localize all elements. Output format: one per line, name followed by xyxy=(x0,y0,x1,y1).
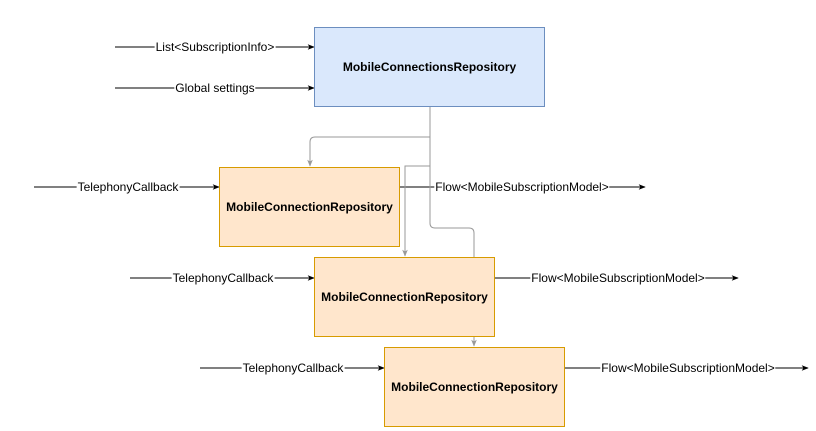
mobile-connection-repository-label-3: MobileConnectionRepository xyxy=(391,380,558,394)
edge-repos-to-repo-3 xyxy=(429,166,477,347)
flow-label-1: Flow<MobileSubscriptionModel> xyxy=(434,180,610,194)
mobile-connections-repository-label: MobileConnectionsRepository xyxy=(342,60,517,74)
telephony-callback-label-2: TelephonyCallback xyxy=(171,271,275,285)
edge-repos-to-repo-2 xyxy=(402,137,431,257)
edge-repos-to-repo-1 xyxy=(307,107,431,167)
mobile-connections-repository-box: MobileConnectionsRepository xyxy=(314,27,545,107)
global-settings-label: Global settings xyxy=(174,81,256,95)
flow-label-3: Flow<MobileSubscriptionModel> xyxy=(600,361,776,375)
telephony-callback-label-1: TelephonyCallback xyxy=(76,180,180,194)
mobile-connection-repository-box-3: MobileConnectionRepository xyxy=(384,347,565,427)
subscription-info-label: List<SubscriptionInfo> xyxy=(154,40,276,54)
flow-label-2: Flow<MobileSubscriptionModel> xyxy=(530,271,706,285)
mobile-connection-repository-box-1: MobileConnectionRepository xyxy=(219,167,400,247)
mobile-connection-repository-label-2: MobileConnectionRepository xyxy=(321,290,488,304)
mobile-connection-repository-box-2: MobileConnectionRepository xyxy=(314,257,495,337)
telephony-callback-label-3: TelephonyCallback xyxy=(241,361,345,375)
mobile-connection-repository-label-1: MobileConnectionRepository xyxy=(226,200,393,214)
